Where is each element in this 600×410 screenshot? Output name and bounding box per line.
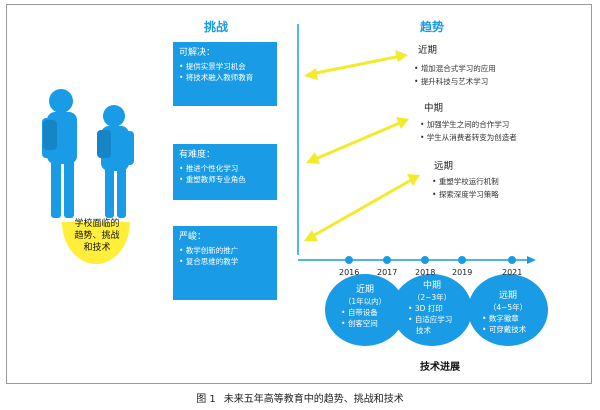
challenges-header: 挑战 xyxy=(204,20,229,34)
tech-item: 自带设备 xyxy=(335,307,395,318)
challenge-title: 严峻： xyxy=(179,232,207,242)
timeline-dot xyxy=(458,256,466,264)
center-label-line: 和技术 xyxy=(83,243,111,253)
center-label-line: 趋势、挑战 xyxy=(74,231,120,241)
tech-progress-label: 技术进展 xyxy=(420,362,460,373)
year-label: 2018 xyxy=(415,268,436,277)
challenge-item: 复合思维的教学 xyxy=(179,256,271,267)
year-label: 2016 xyxy=(339,268,360,277)
center-label: 学校面临的 趋势、挑战 和技术 xyxy=(66,218,128,254)
challenge-box-difficult: 有难度： 推进个性化学习 重塑教师专业角色 xyxy=(173,144,277,200)
challenge-item: 推进个性化学习 xyxy=(179,163,271,174)
challenge-item: 重塑教师专业角色 xyxy=(179,174,271,185)
trend-term-far: 远期 xyxy=(434,161,454,172)
trend-item: 探索深度学习策略 xyxy=(432,188,499,201)
tech-term: 远期 xyxy=(498,291,517,301)
trend-item: 增加混合式学习的应用 xyxy=(414,62,496,75)
year-label: 2021 xyxy=(502,268,523,277)
timeline-dot xyxy=(421,256,429,264)
center-label-line: 学校面临的 xyxy=(74,219,120,229)
challenge-title: 可解决： xyxy=(179,48,216,58)
tech-range: （4~5年） xyxy=(488,303,528,312)
trend-item: 加强学生之间的合作学习 xyxy=(420,118,517,131)
arrow-3 xyxy=(304,174,420,241)
challenge-title: 有难度： xyxy=(179,150,216,160)
tech-item: 可穿戴技术 xyxy=(478,324,538,335)
trend-list-far: 重塑学校运行机制 探索深度学习策略 xyxy=(432,175,499,201)
timeline-dot xyxy=(345,256,353,264)
trends-header: 趋势 xyxy=(420,20,445,34)
challenge-box-severe: 严峻： 教学创新的推广 复合思维的教学 xyxy=(173,226,277,300)
challenge-item: 教学创新的推广 xyxy=(179,245,271,256)
trend-item: 提升科技与艺术学习 xyxy=(414,75,496,88)
figure-number: 图 1 xyxy=(196,394,216,405)
tech-item: 自适应学习 xyxy=(402,314,462,325)
tech-item: 数字徽章 xyxy=(478,313,538,324)
tech-term: 中期 xyxy=(422,281,441,291)
arrow-1 xyxy=(304,50,408,80)
trend-list-mid: 加强学生之间的合作学习 学生从消费者转变为创造者 xyxy=(420,118,517,144)
figure-caption-text: 未来五年高等教育中的趋势、挑战和技术 xyxy=(223,394,404,405)
yellow-arrows xyxy=(304,50,420,241)
challenge-item: 提供实景学习机会 xyxy=(179,61,271,72)
students-illustration xyxy=(42,89,134,218)
timeline-dot xyxy=(508,256,516,264)
trend-term-near: 近期 xyxy=(418,45,438,56)
timeline-dots xyxy=(345,256,516,264)
challenge-box-solvable: 可解决： 提供实景学习机会 将技术融入教师教育 xyxy=(173,42,277,106)
challenge-item: 将技术融入教师教育 xyxy=(179,72,271,83)
center-yellow-semicircle xyxy=(62,222,130,264)
tech-near: 近期 （1年以内） 自带设备 创客空间 xyxy=(335,284,395,329)
tech-term: 近期 xyxy=(355,285,374,295)
tech-item: 3D 打印 xyxy=(402,303,462,314)
timeline-dot xyxy=(383,256,391,264)
timeline-arrowhead xyxy=(527,256,536,264)
figure-caption: 图 1 未来五年高等教育中的趋势、挑战和技术 xyxy=(0,390,600,405)
trend-list-near: 增加混合式学习的应用 提升科技与艺术学习 xyxy=(414,62,496,88)
tech-mid: 中期 （2~3年） 3D 打印 自适应学习 技术 xyxy=(402,280,462,336)
tech-range: （1年以内） xyxy=(343,297,387,306)
trend-item: 重塑学校运行机制 xyxy=(432,175,499,188)
trend-item: 学生从消费者转变为创造者 xyxy=(420,131,517,144)
arrow-2 xyxy=(306,117,409,164)
tech-range: （2~3年） xyxy=(412,293,452,302)
year-label: 2017 xyxy=(377,268,398,277)
trend-term-mid: 中期 xyxy=(424,103,444,114)
year-label: 2019 xyxy=(452,268,473,277)
tech-far: 远期 （4~5年） 数字徽章 可穿戴技术 xyxy=(478,290,538,335)
tech-item-continued: 技术 xyxy=(416,326,431,335)
tech-item: 创客空间 xyxy=(335,318,395,329)
